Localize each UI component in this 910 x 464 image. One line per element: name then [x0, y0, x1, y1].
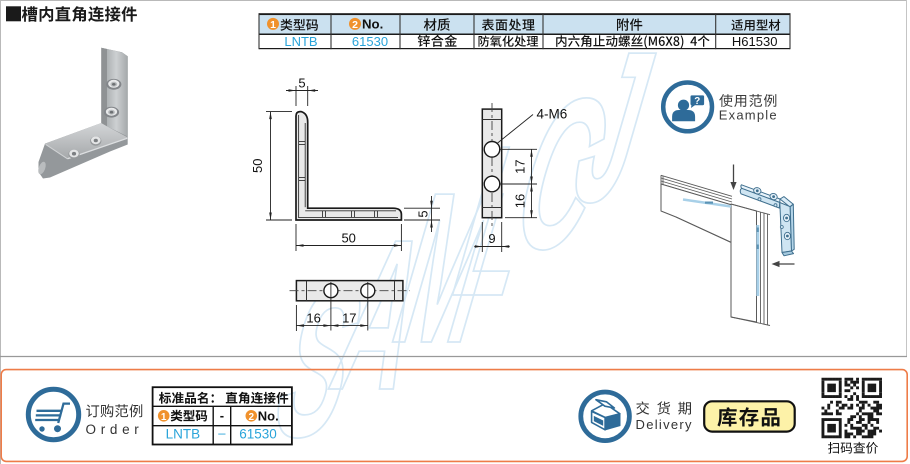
svg-text:LNTB: LNTB	[166, 426, 201, 441]
svg-text:61530: 61530	[239, 426, 277, 441]
svg-text:50: 50	[250, 159, 265, 173]
svg-text:No.: No.	[258, 409, 279, 424]
svg-text:17: 17	[342, 310, 356, 325]
svg-text:2: 2	[352, 19, 358, 31]
svg-text:5: 5	[298, 75, 305, 90]
svg-text:9: 9	[488, 231, 495, 246]
svg-text:H61530: H61530	[732, 34, 778, 49]
svg-text:16: 16	[513, 194, 528, 208]
svg-text:1: 1	[270, 19, 276, 31]
svg-text:2: 2	[249, 412, 255, 423]
svg-text:Example: Example	[719, 107, 778, 122]
svg-text:1: 1	[161, 412, 167, 423]
svg-text:4-M6: 4-M6	[537, 107, 568, 122]
svg-text:?: ?	[694, 96, 700, 107]
svg-text:LNTB: LNTB	[284, 34, 317, 49]
svg-text:Delivery: Delivery	[636, 417, 693, 432]
svg-text:17: 17	[513, 159, 528, 173]
svg-text:50: 50	[341, 230, 355, 245]
svg-text:–: –	[218, 425, 226, 440]
svg-text:No.: No.	[362, 17, 383, 32]
svg-text:61530: 61530	[352, 34, 388, 49]
svg-text:5: 5	[416, 210, 431, 217]
svg-text:Order: Order	[86, 422, 144, 437]
svg-text:-: -	[220, 408, 224, 423]
svg-text:16: 16	[306, 310, 320, 325]
